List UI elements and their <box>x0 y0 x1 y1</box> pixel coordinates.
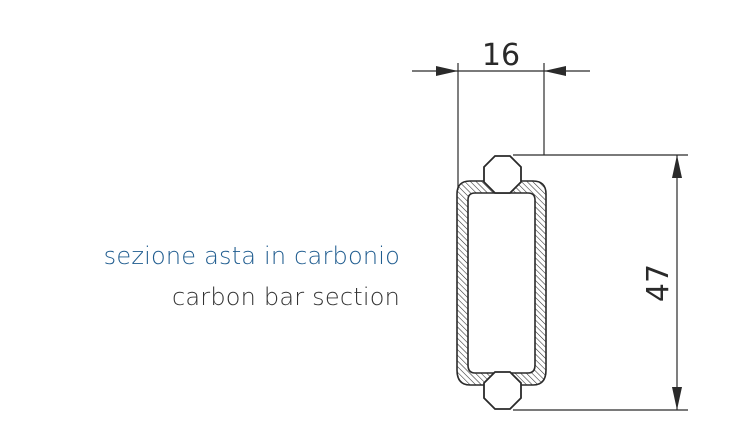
width-arrow-right <box>544 66 566 76</box>
bar-section-wall <box>456 180 547 386</box>
width-arrow-left <box>436 66 458 76</box>
caption-italian: sezione asta in carbonio <box>103 242 400 270</box>
height-arrow-top <box>672 155 682 178</box>
top-rod <box>483 155 522 194</box>
width-dimension-label: 16 <box>482 38 520 73</box>
caption-english: carbon bar section <box>171 283 400 311</box>
height-dimension-label: 47 <box>641 264 676 302</box>
bottom-rod <box>483 371 522 410</box>
height-arrow-bottom <box>672 387 682 410</box>
